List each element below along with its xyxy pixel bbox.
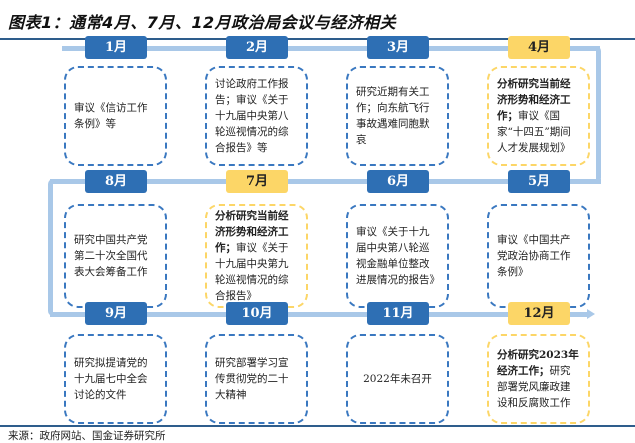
- month-label: 7月: [226, 170, 288, 193]
- month-label: 2月: [226, 36, 288, 59]
- month-card: 分析研究当前经济形势和经济工作；审议《国家“十四五”期间人才发展规划》: [487, 66, 590, 166]
- key-topic: 分析研究2023年经济工作；: [497, 349, 579, 377]
- card-text: 研究拟提请党的十九届七中全会讨论的文件: [74, 357, 148, 401]
- card-text: 审议《关于十九届中央第九轮巡视情况的综合报告》: [215, 242, 289, 302]
- month-label: 10月: [226, 302, 288, 325]
- month-card: 研究部署学习宣传贯彻党的二十大精神: [205, 334, 308, 424]
- track-right-bend: [596, 46, 601, 183]
- card-text: 研究部署学习宣传贯彻党的二十大精神: [215, 357, 289, 401]
- key-topic: 分析研究当前经济形势和经济工作；: [215, 210, 289, 254]
- card-text: 审议《信访工作条例》等: [74, 102, 148, 130]
- card-text: 审议《国家“十四五”期间人才发展规划》: [497, 110, 571, 154]
- track-row3: [50, 312, 588, 317]
- track-left-bend: [48, 179, 53, 316]
- month-card: 审议《信访工作条例》等: [64, 66, 167, 166]
- month-card: 分析研究2023年经济工作；研究部署党风廉政建设和反腐败工作: [487, 334, 590, 424]
- month-card: 研究近期有关工作；向东航飞行事故遇难同胞默哀: [346, 66, 449, 166]
- figure-title: 图表1：通常4月、7月、12月政治局会议与经济相关: [8, 13, 397, 32]
- month-label: 8月: [85, 170, 147, 193]
- month-card: 审议《关于十九届中央第八轮巡视金融单位整改进展情况的报告》: [346, 204, 449, 308]
- card-text: 审议《中国共产党政治协商工作条例》: [497, 234, 571, 278]
- month-label: 12月: [508, 302, 570, 325]
- month-label: 9月: [85, 302, 147, 325]
- month-card: 分析研究当前经济形势和经济工作；审议《关于十九届中央第九轮巡视情况的综合报告》: [205, 204, 308, 308]
- top-rule: [0, 38, 635, 40]
- key-topic: 分析研究当前经济形势和经济工作；: [497, 78, 571, 122]
- card-text: 2022年未召开: [363, 373, 432, 385]
- month-label: 3月: [367, 36, 429, 59]
- month-card: 2022年未召开: [346, 334, 449, 424]
- month-label: 6月: [367, 170, 429, 193]
- source-note: 来源：政府网站、国金证券研究所: [8, 430, 166, 442]
- month-label: 5月: [508, 170, 570, 193]
- month-card: 研究中国共产党第二十次全国代表大会筹备工作: [64, 204, 167, 308]
- track-row2: [50, 179, 601, 184]
- month-card: 研究拟提请党的十九届七中全会讨论的文件: [64, 334, 167, 424]
- card-text: 研究中国共产党第二十次全国代表大会筹备工作: [74, 234, 148, 278]
- card-text: 审议《关于十九届中央第八轮巡视金融单位整改进展情况的报告》: [356, 226, 440, 286]
- card-text: 研究部署党风廉政建设和反腐败工作: [497, 365, 571, 409]
- arrow-head-icon: [587, 309, 595, 319]
- track-row1: [62, 46, 600, 51]
- card-text: 研究近期有关工作；向东航飞行事故遇难同胞默哀: [356, 86, 430, 146]
- month-label: 1月: [85, 36, 147, 59]
- bottom-rule: [0, 425, 635, 427]
- month-label: 11月: [367, 302, 429, 325]
- month-label: 4月: [508, 36, 570, 59]
- month-card: 审议《中国共产党政治协商工作条例》: [487, 204, 590, 308]
- month-card: 讨论政府工作报告；审议《关于十九届中央第八轮巡视情况的综合报告》等: [205, 66, 308, 166]
- card-text: 讨论政府工作报告；审议《关于十九届中央第八轮巡视情况的综合报告》等: [215, 78, 289, 154]
